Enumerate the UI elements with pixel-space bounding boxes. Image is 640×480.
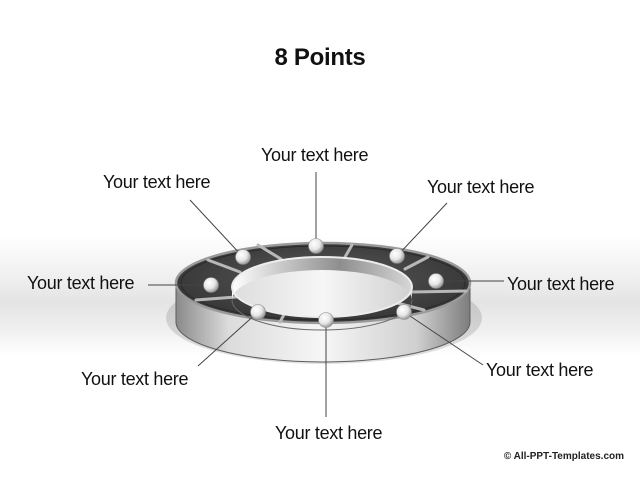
bead-marker — [389, 248, 405, 264]
bead-marker — [428, 273, 444, 289]
ring-inner-wall — [232, 257, 412, 300]
label-bottom-right: Your text here — [486, 360, 594, 380]
connector-bottom-left — [197, 311, 259, 367]
connector-lines — [148, 172, 504, 417]
bead-marker — [318, 312, 334, 328]
label-top-right: Your text here — [427, 177, 535, 197]
label-right: Your text here — [507, 274, 615, 294]
label-bottom: Your text here — [275, 423, 383, 443]
connector-top-left — [189, 199, 244, 258]
label-left: Your text here — [27, 273, 135, 293]
connector-bottom-right — [403, 311, 484, 366]
bead-markers — [203, 238, 444, 328]
label-bottom-left: Your text here — [81, 369, 189, 389]
ring-top-face — [174, 241, 472, 325]
diagram-title: 8 Points — [274, 44, 366, 71]
segment-dividers — [194, 243, 468, 324]
copyright-text: © All-PPT-Templates.com — [503, 451, 624, 462]
label-top: Your text here — [261, 145, 369, 165]
label-top-left: Your text here — [103, 172, 211, 192]
bead-marker — [235, 249, 251, 265]
connector-top-right — [396, 202, 448, 257]
bead-marker — [250, 304, 266, 320]
bead-marker — [308, 238, 324, 254]
bead-marker — [396, 304, 412, 320]
bead-marker — [203, 277, 219, 293]
